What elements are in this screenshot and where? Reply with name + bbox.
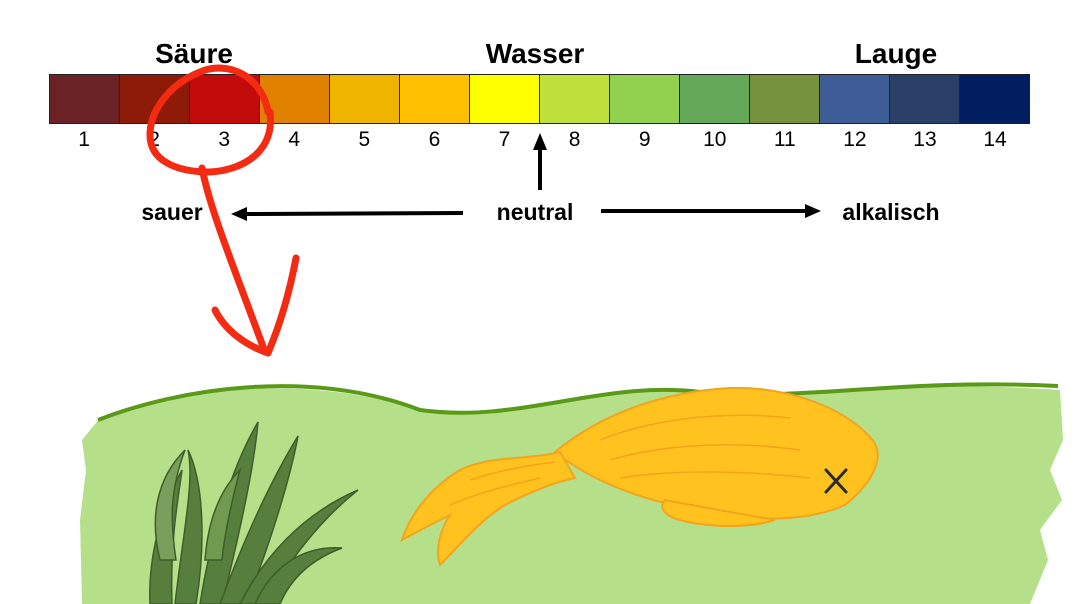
label-alkaline: alkalisch (842, 199, 940, 225)
header-acid: Säure (155, 38, 233, 69)
ph-number-14: 14 (983, 128, 1007, 151)
ph-number-1: 1 (78, 128, 90, 151)
ph-number-6: 6 (428, 128, 441, 151)
ph-cell-5 (330, 75, 400, 123)
ph-cell-1 (50, 75, 120, 123)
water-line (97, 382, 1059, 422)
label-acidic: sauer (141, 199, 203, 225)
ph-number-5: 5 (358, 128, 371, 151)
ph-number-12: 12 (843, 128, 867, 151)
arrow-neutral-point (533, 133, 547, 190)
ph-number-10: 10 (703, 128, 727, 151)
ph-cell-6 (400, 75, 470, 123)
ph-number-8: 8 (568, 128, 581, 151)
ph-cell-8 (540, 75, 610, 123)
ph-cell-9 (610, 75, 680, 123)
ph-cell-10 (680, 75, 750, 123)
ph-number-4: 4 (288, 128, 301, 151)
dead-fish-illustration (400, 386, 879, 567)
ph-cell-3 (190, 75, 260, 123)
seaweed-illustration (149, 421, 359, 604)
ph-number-3: 3 (218, 128, 231, 151)
header-base: Lauge (854, 38, 938, 69)
dead-eye-x (824, 468, 848, 494)
highlight-acid-arrow (146, 64, 300, 357)
ph-cell-14 (960, 75, 1029, 123)
ph-number-13: 13 (913, 128, 937, 151)
ph-number-11: 11 (773, 128, 796, 151)
arrow-to-acidic (231, 207, 464, 221)
ph-color-scale (49, 74, 1030, 124)
header-water: Wasser (485, 38, 585, 69)
ph-cell-13 (890, 75, 960, 123)
ph-cell-11 (750, 75, 820, 123)
ph-cell-12 (820, 75, 890, 123)
ph-number-7: 7 (498, 128, 511, 151)
label-neutral: neutral (496, 199, 574, 225)
ph-number-9: 9 (638, 128, 651, 151)
ph-number-2: 2 (148, 128, 160, 151)
arrow-to-alkaline (601, 204, 821, 218)
ph-cell-7 (470, 75, 540, 123)
